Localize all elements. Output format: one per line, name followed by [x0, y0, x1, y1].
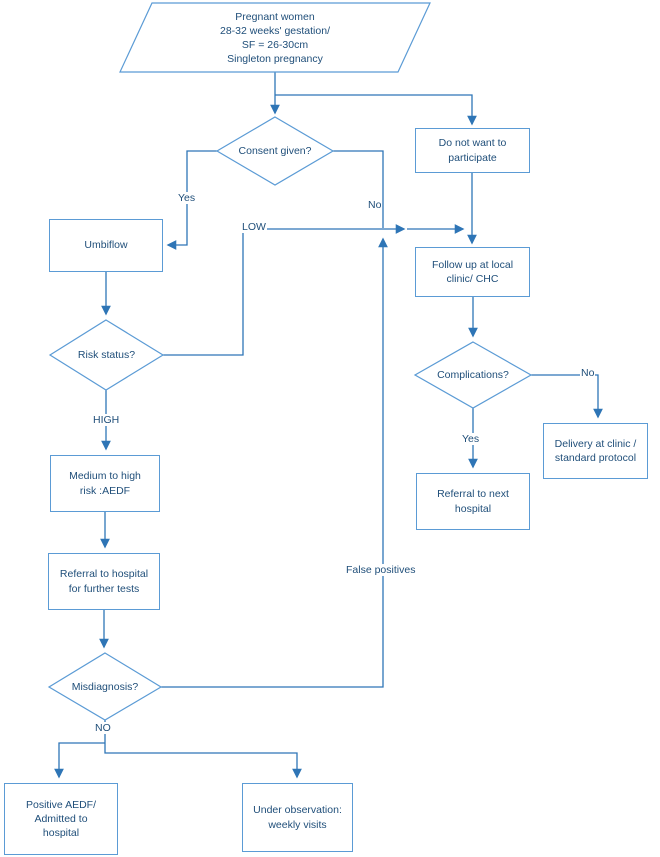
node-positive-aedf-label: Positive AEDF/ Admitted to hospital [25, 798, 97, 840]
node-medium-high-label: Medium to high risk :AEDF [69, 470, 141, 497]
node-referral-next-label: Referral to next hospital [437, 488, 509, 515]
node-delivery-label: Delivery at clinic / standard protocol [554, 437, 637, 464]
node-medium-to-high-risk-aedf: Medium to high risk :AEDF [50, 455, 160, 512]
edge-label-false-positives: False positives [345, 564, 417, 577]
node-referral-to-hospital-tests: Referral to hospital for further tests [48, 553, 160, 610]
node-referral-hospital-label: Referral to hospital for further tests [59, 568, 149, 595]
connector-no-to-under-observation [104, 743, 302, 779]
edge-label-risk-low: LOW [241, 221, 267, 234]
start-parallelogram-shape [119, 2, 431, 73]
edge-label-risk-high: HIGH [92, 414, 121, 427]
misdiagnosis-decision-shape [47, 652, 163, 721]
edge-label-misdiagnosis-no: NO [94, 722, 112, 735]
connector-risk-low [163, 224, 406, 356]
connector-complications-no-to-delivery [531, 374, 603, 419]
node-umbiflow: Umbiflow [49, 219, 163, 272]
risk-status-decision-shape [48, 319, 165, 391]
connector-false-positives [161, 237, 388, 688]
node-under-observation: Under observation: weekly visits [242, 783, 353, 852]
node-do-not-want-label: Do not want to participate [438, 137, 507, 164]
connector-start-to-do-not-want [275, 94, 477, 126]
edge-label-complications-yes: Yes [461, 433, 481, 446]
node-referral-to-next-hospital: Referral to next hospital [416, 473, 530, 530]
node-do-not-want-to-participate: Do not want to participate [415, 128, 530, 173]
connector-no-to-positive-aedf [54, 742, 105, 779]
node-follow-up-local-clinic: Follow up at local clinic/ CHC [415, 247, 530, 297]
edge-label-consent-no: No [367, 199, 383, 212]
edge-label-complications-no: No [580, 367, 596, 380]
edge-label-consent-yes: Yes [177, 192, 197, 205]
connector-consent-no-to-junction [333, 150, 384, 228]
complications-decision-shape [413, 341, 533, 409]
node-umbiflow-label: Umbiflow [84, 239, 128, 252]
node-under-observation-label: Under observation: weekly visits [253, 804, 342, 831]
node-positive-aedf-admitted: Positive AEDF/ Admitted to hospital [4, 783, 118, 855]
consent-decision-shape [215, 116, 335, 186]
node-follow-up-label: Follow up at local clinic/ CHC [431, 258, 514, 285]
node-delivery-at-clinic: Delivery at clinic / standard protocol [543, 423, 648, 479]
